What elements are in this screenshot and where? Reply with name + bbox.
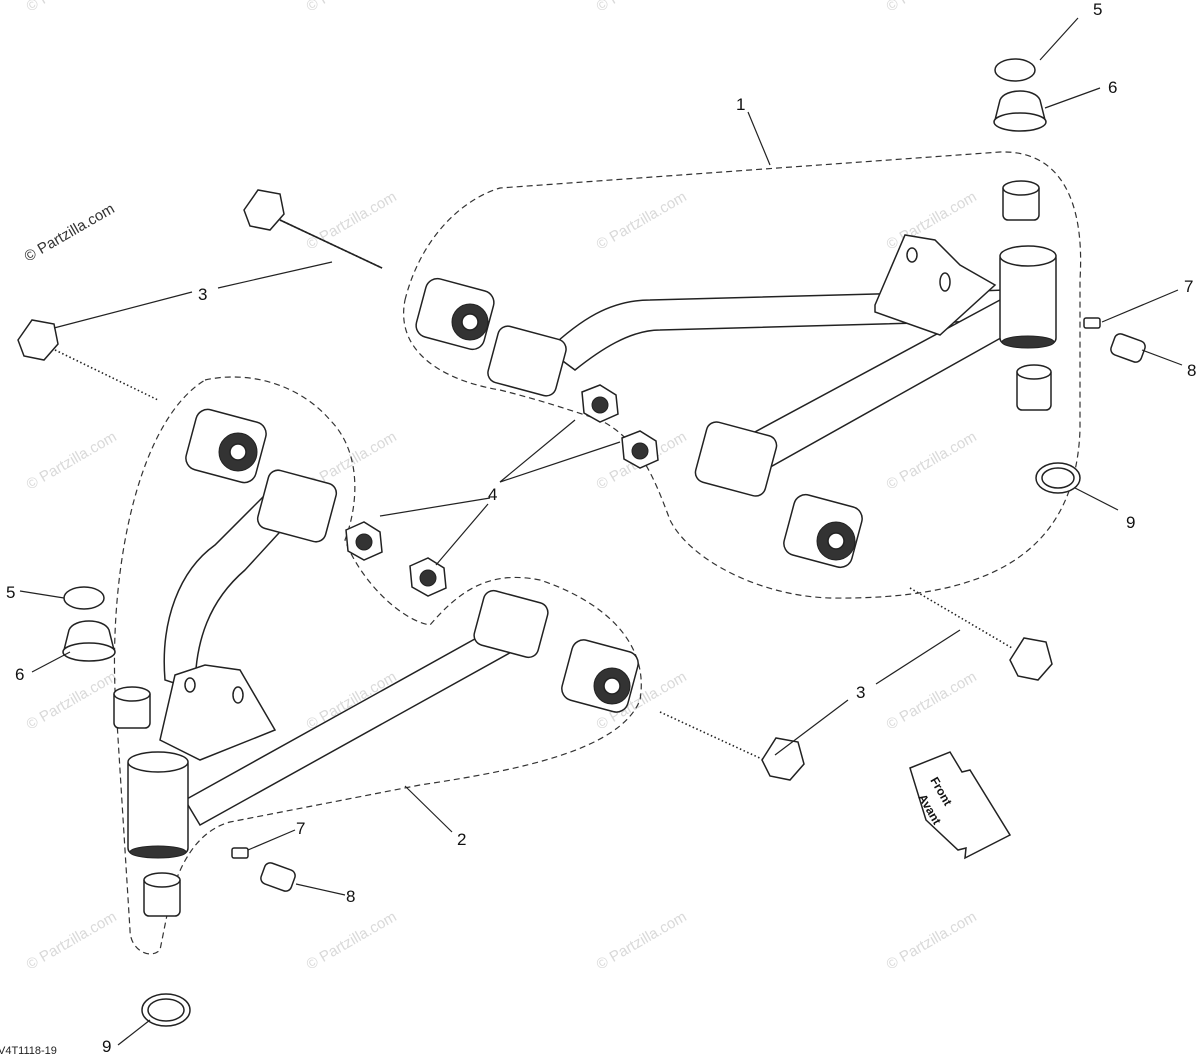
callout-3: 3 (856, 683, 865, 702)
watermark: © Partzilla.com (24, 908, 120, 973)
watermark: © Partzilla.com (24, 428, 120, 493)
o-ring-lower (63, 586, 105, 610)
callout-7: 7 (296, 819, 305, 838)
lower-bushing-top-cap (113, 686, 151, 702)
bolt-lower-2 (659, 711, 805, 781)
grease-fitting-upper (1083, 317, 1101, 329)
housing-bottom-ring (129, 845, 187, 859)
callout-2: 2 (457, 830, 466, 849)
watermark: © Partzilla.com (304, 908, 400, 973)
dust-boot-upper (993, 90, 1047, 132)
front-direction-arrow: Front Avant (909, 751, 1012, 860)
callout-8: 8 (1187, 361, 1196, 380)
callout-8: 8 (346, 887, 355, 906)
flange-nut (621, 430, 659, 469)
upper-bushing-top-cap (1002, 180, 1040, 196)
watermark: © Partzilla.com (884, 0, 980, 15)
watermark: © Partzilla.com (594, 908, 690, 973)
lower-arm-shock-bracket (159, 664, 277, 761)
snap-ring-lower-inner (147, 998, 185, 1022)
grease-fitting-lower (231, 847, 249, 859)
upper-arm-pivot-end (487, 325, 567, 397)
flange-nut (581, 384, 619, 423)
bracket-hole (939, 272, 951, 292)
lower-a-arm-assembly (113, 376, 642, 955)
watermark: © Partzilla.com (594, 0, 690, 15)
lower-bushing-bottom-cap (143, 872, 181, 888)
upper-a-arm-assembly (403, 151, 1082, 599)
callout-5: 5 (1093, 0, 1102, 19)
callout-6: 6 (1108, 78, 1117, 97)
housing-bottom-ring (1001, 335, 1055, 349)
snap-ring-upper-inner (1041, 467, 1075, 489)
bracket-hole (184, 677, 196, 693)
watermark: © Partzilla.com (24, 668, 120, 733)
callout-5: 5 (6, 583, 15, 602)
upper-arm-shock-bracket (874, 234, 997, 336)
watermark: © Partzilla.com (594, 188, 690, 253)
flange-nut (409, 557, 447, 597)
bolt-upper-1 (243, 189, 383, 269)
bracket-hole (232, 686, 244, 704)
figure-id: V4T1118-19 (0, 1045, 57, 1057)
callout-labels: 1 2 3 3 4 5 5 6 6 7 7 8 8 9 9 (6, 0, 1196, 1056)
upper-rubber-bushing-right (783, 493, 863, 569)
callout-1: 1 (736, 95, 745, 114)
dust-boot-lower (62, 620, 116, 662)
lower-arm-pivot-end (473, 589, 549, 659)
leader-lines (19, 17, 1183, 1046)
bolt-lower-1 (909, 587, 1053, 681)
flange-nuts (345, 384, 659, 597)
bracket-hole (906, 247, 918, 263)
brand-label: © Partzilla.com (22, 200, 118, 265)
lower-rubber-bushing-left (185, 408, 267, 484)
watermark: © Partzilla.com (884, 428, 980, 493)
watermark: © Partzilla.com (884, 908, 980, 973)
callout-9: 9 (102, 1037, 111, 1056)
bolt-upper-2 (17, 319, 159, 401)
lower-arm-outline (113, 376, 642, 955)
upper-arm-pivot-end (694, 421, 778, 497)
housing-top (999, 245, 1057, 267)
callout-4: 4 (488, 485, 497, 504)
housing-top (127, 751, 189, 773)
callout-6: 6 (15, 665, 24, 684)
callout-7: 7 (1184, 277, 1193, 296)
lower-rubber-bushing-right (561, 639, 639, 713)
callout-9: 9 (1126, 513, 1135, 532)
upper-bushing-bottom-cap (1016, 364, 1052, 380)
upper-rubber-bushing-left (415, 277, 495, 351)
flange-nut (345, 521, 383, 561)
cap-lower (260, 862, 296, 892)
watermark: © Partzilla.com (24, 0, 120, 15)
watermark: © Partzilla.com (304, 0, 400, 15)
watermark: © Partzilla.com (304, 188, 400, 253)
o-ring-upper (994, 58, 1036, 82)
callout-3: 3 (198, 285, 207, 304)
lower-arm-pivot-end (256, 469, 338, 543)
upper-arm-outline (403, 151, 1082, 599)
cap-upper (1110, 333, 1146, 363)
watermark: © Partzilla.com (884, 668, 980, 733)
